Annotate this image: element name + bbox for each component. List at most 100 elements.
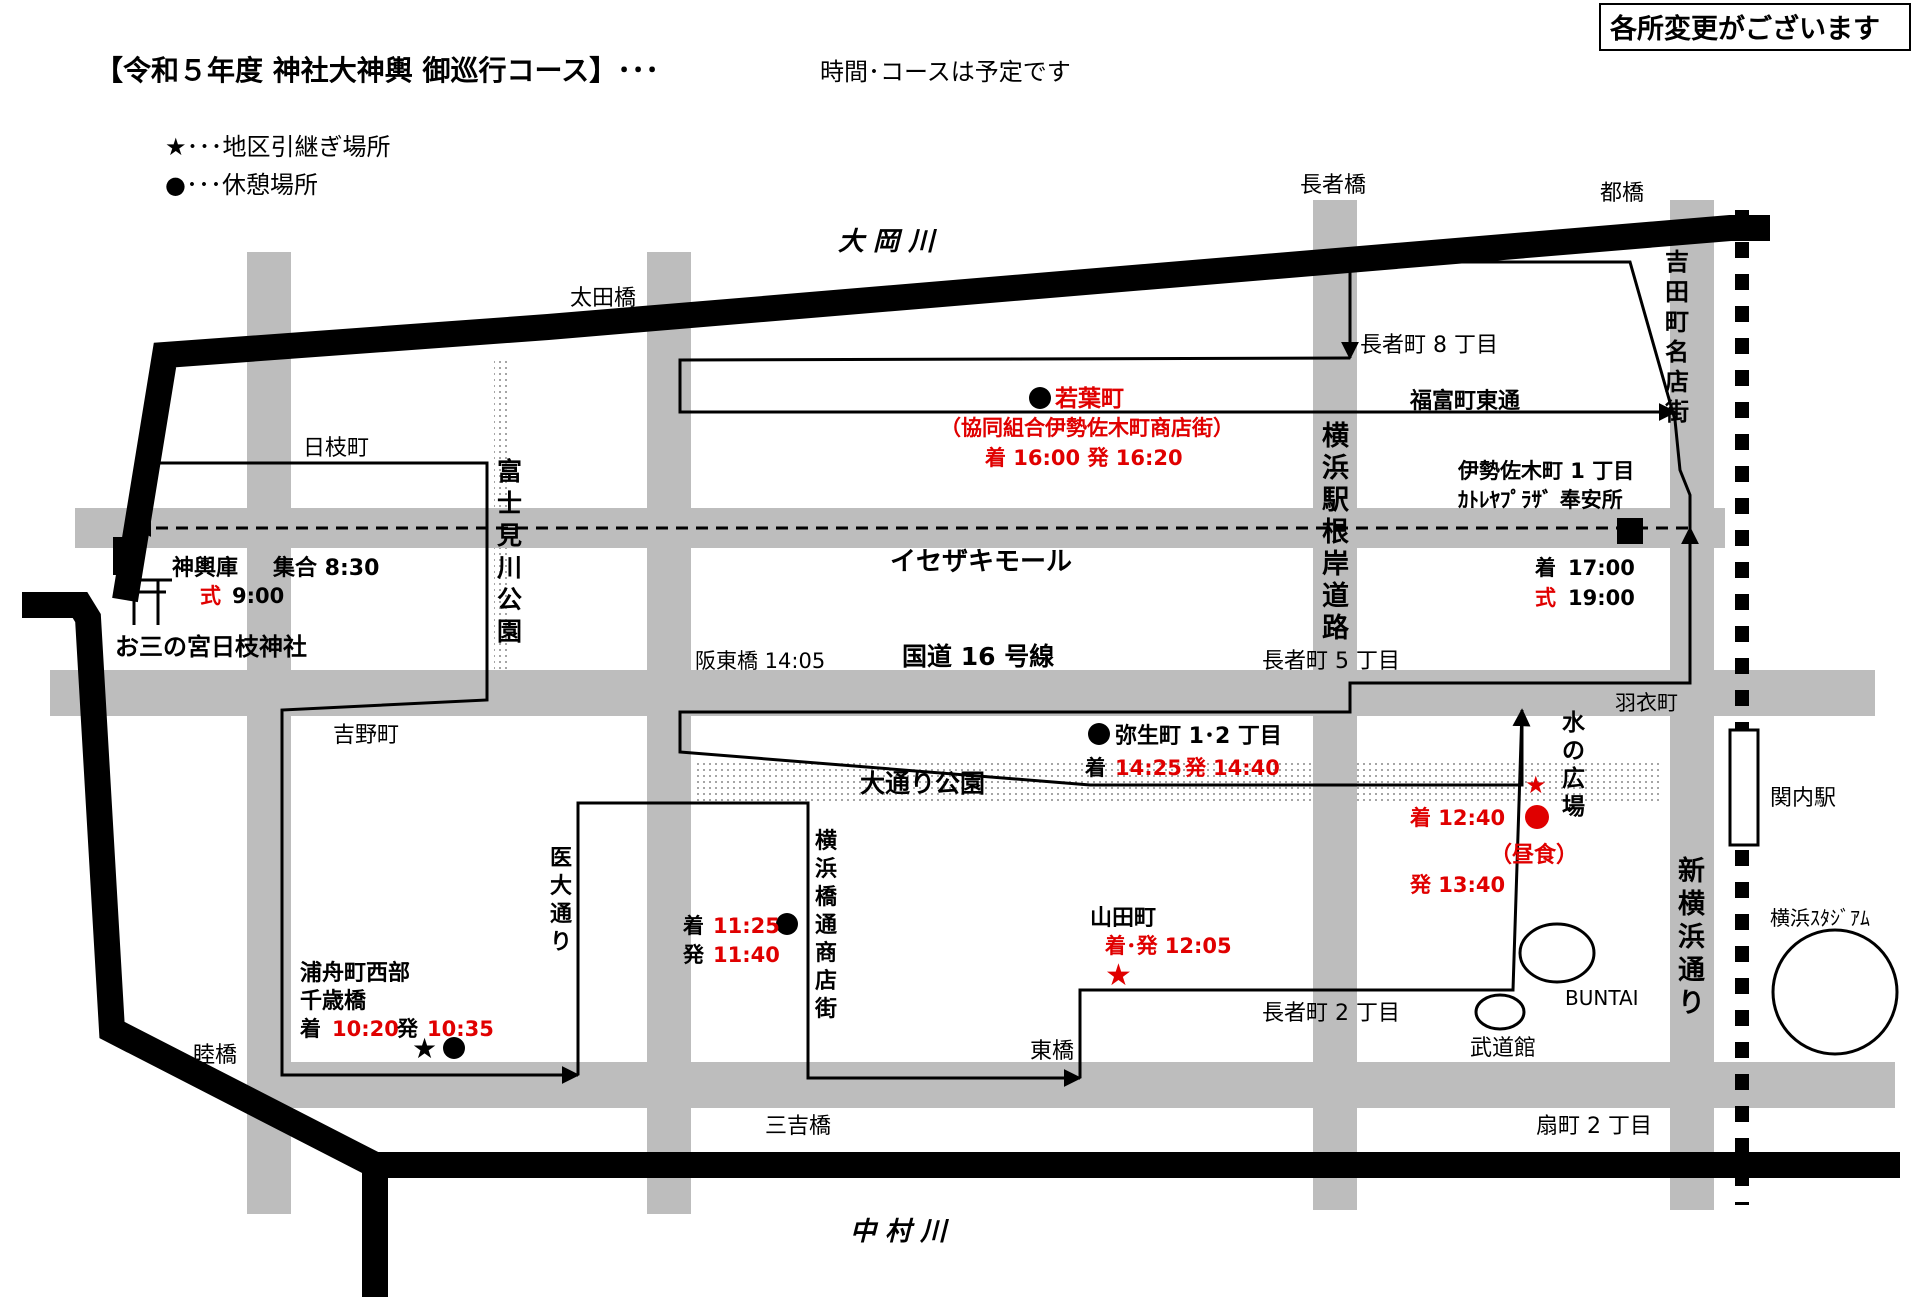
svg-text:駅: 駅	[1322, 485, 1349, 516]
yokohama-stadium	[1771, 928, 1899, 1056]
route-leg-1	[131, 461, 580, 1084]
notice-box	[1599, 3, 1911, 51]
yayoi-arr-time: 14:25	[1115, 756, 1182, 780]
yayoi-arr-label: 着	[1084, 756, 1106, 780]
svg-text:街: 街	[1664, 398, 1689, 426]
isezaki1-label: 伊勢佐木町 1 丁目	[1457, 459, 1634, 483]
buntai-building	[1518, 922, 1596, 984]
svg-text:場: 場	[1562, 794, 1585, 820]
svg-text:商: 商	[815, 940, 837, 966]
yokohamabashi-dep-time: 11:40	[713, 943, 780, 967]
road-south	[270, 1062, 1895, 1108]
yokohamabashi-dep-label: 発	[682, 943, 705, 967]
river-nakamura	[22, 592, 1900, 1178]
river-ooka-label: 大 岡 川	[838, 227, 937, 257]
yoshidamachi-label: 吉 田 町 名 店 街	[1664, 248, 1689, 426]
wakaba-org: （協同組合伊勢佐木町商店街）	[940, 416, 1234, 440]
idai-street-label: 医 大 通 り	[550, 846, 572, 955]
choja8-label: 長者町 8 丁目	[1360, 333, 1498, 358]
kannai-station	[1728, 728, 1760, 847]
yokohamabashi-street-label: 横 浜 橋 通 商 店 街	[814, 829, 838, 1022]
road-v1	[247, 252, 291, 1214]
urafune-dot	[443, 1037, 465, 1059]
svg-text:横: 横	[815, 829, 837, 854]
shugo-label: 集合 8:30	[272, 555, 379, 581]
svg-text:医: 医	[550, 846, 572, 871]
svg-text:新: 新	[1678, 855, 1705, 887]
svg-text:大: 大	[550, 874, 572, 899]
hoanjo-marker	[1617, 518, 1643, 544]
kannai-label: 関内駅	[1770, 786, 1836, 811]
svg-text:広: 広	[1562, 765, 1585, 792]
mizu-hiroba-label: 水 の 広 場	[1562, 710, 1586, 820]
shinyokohama-label: 新 横 浜 通 り	[1678, 855, 1705, 1019]
page-subtitle: 時間･コースは予定です	[820, 58, 1071, 86]
urafune-star: ★	[412, 1032, 437, 1065]
svg-text:町: 町	[1665, 308, 1689, 336]
budokan-building	[1474, 993, 1526, 1031]
higashibashi-label: 東橋	[1030, 1039, 1074, 1064]
ogimachi-label: 扇町 2 丁目	[1536, 1114, 1652, 1139]
lunch-depart: 発 13:40	[1409, 873, 1505, 897]
chojabashi-label: 長者橋	[1300, 173, 1366, 198]
end-arrive-label: 着	[1534, 556, 1556, 580]
svg-text:街: 街	[814, 996, 837, 1022]
hantobashi-label: 阪東橋 14:05	[695, 649, 825, 673]
yamada-star: ★	[1105, 958, 1132, 993]
negishi-road-label: 横 浜 駅 根 岸 道 路	[1322, 421, 1350, 644]
odori-park-label: 大通り公園	[860, 769, 985, 798]
urafune-dep-label: 発	[396, 1017, 419, 1041]
mikoshiko-label: 神輿庫	[172, 555, 238, 581]
wakaba-time: 着 16:00 発 16:20	[984, 446, 1183, 470]
mutsumibashi-label: 睦橋	[193, 1043, 237, 1068]
route16-label: 国道 16 号線	[902, 642, 1054, 671]
svg-text:岸: 岸	[1322, 549, 1349, 580]
road-v2	[647, 252, 691, 1214]
hoanjo-label: ｶﾄﾚﾔﾌﾟﾗｻﾞ 奉安所	[1458, 488, 1623, 512]
legend-dot: ●･･･休憩場所	[165, 171, 318, 199]
fujimi-park-label: 富 士 見 川 公 園	[497, 457, 522, 646]
yamada-time: 着･発 12:05	[1104, 934, 1232, 958]
route-leg-3	[1078, 708, 1531, 1078]
miyoshibashi-label: 三吉橋	[765, 1114, 831, 1139]
yayoi-dot	[1088, 723, 1110, 745]
miyakobashi-label: 都橋	[1600, 181, 1644, 206]
choja5-label: 長者町 5 丁目	[1262, 649, 1400, 674]
end-arrive-time: 17:00	[1568, 556, 1635, 580]
route-leg-2	[576, 801, 1082, 1087]
route-leg-4	[678, 526, 1699, 787]
svg-text:店: 店	[1665, 368, 1689, 396]
route-lines	[131, 260, 1699, 1087]
yayoi-dep-time: 14:40	[1213, 756, 1280, 780]
yokohamabashi-arr-label: 着	[682, 914, 704, 938]
yayoi-name: 弥生町 1･2 丁目	[1115, 723, 1282, 749]
svg-text:橋: 橋	[815, 885, 838, 910]
route-leg-6	[678, 356, 1677, 421]
svg-text:横: 横	[1678, 889, 1705, 920]
shiki-start-label: 式	[200, 584, 221, 608]
stadium-label: 横浜ｽﾀｼﾞｱﾑ	[1770, 906, 1870, 930]
svg-text:吉: 吉	[1665, 248, 1689, 276]
otabashi-label: 太田橋	[570, 286, 636, 311]
svg-text:浜: 浜	[1322, 453, 1349, 484]
urafune-dep-time: 10:35	[427, 1017, 494, 1041]
notice-text: 各所変更がございます	[1609, 13, 1880, 45]
fukutomi-label: 福富町東通	[1409, 388, 1520, 414]
svg-text:浜: 浜	[1678, 922, 1705, 953]
svg-text:見: 見	[497, 521, 522, 550]
hiecho-label: 日枝町	[303, 436, 369, 461]
wakaba-dot	[1029, 387, 1051, 409]
shrine-label: お三の宮日枝神社	[115, 633, 307, 661]
mikoshiko-marker	[113, 537, 141, 575]
svg-text:道: 道	[1322, 580, 1349, 612]
urafune-arr-time: 10:20	[332, 1017, 399, 1041]
torii-icon	[120, 578, 172, 625]
hagoromo-label: 羽衣町	[1615, 691, 1678, 715]
yoshino-label: 吉野町	[333, 723, 399, 748]
buntai-label: BUNTAI	[1565, 986, 1639, 1010]
svg-text:園: 園	[497, 617, 522, 646]
svg-text:路: 路	[1322, 612, 1350, 644]
river-nakamura-label: 中 村 川	[850, 1217, 949, 1247]
svg-text:名: 名	[1665, 338, 1689, 366]
